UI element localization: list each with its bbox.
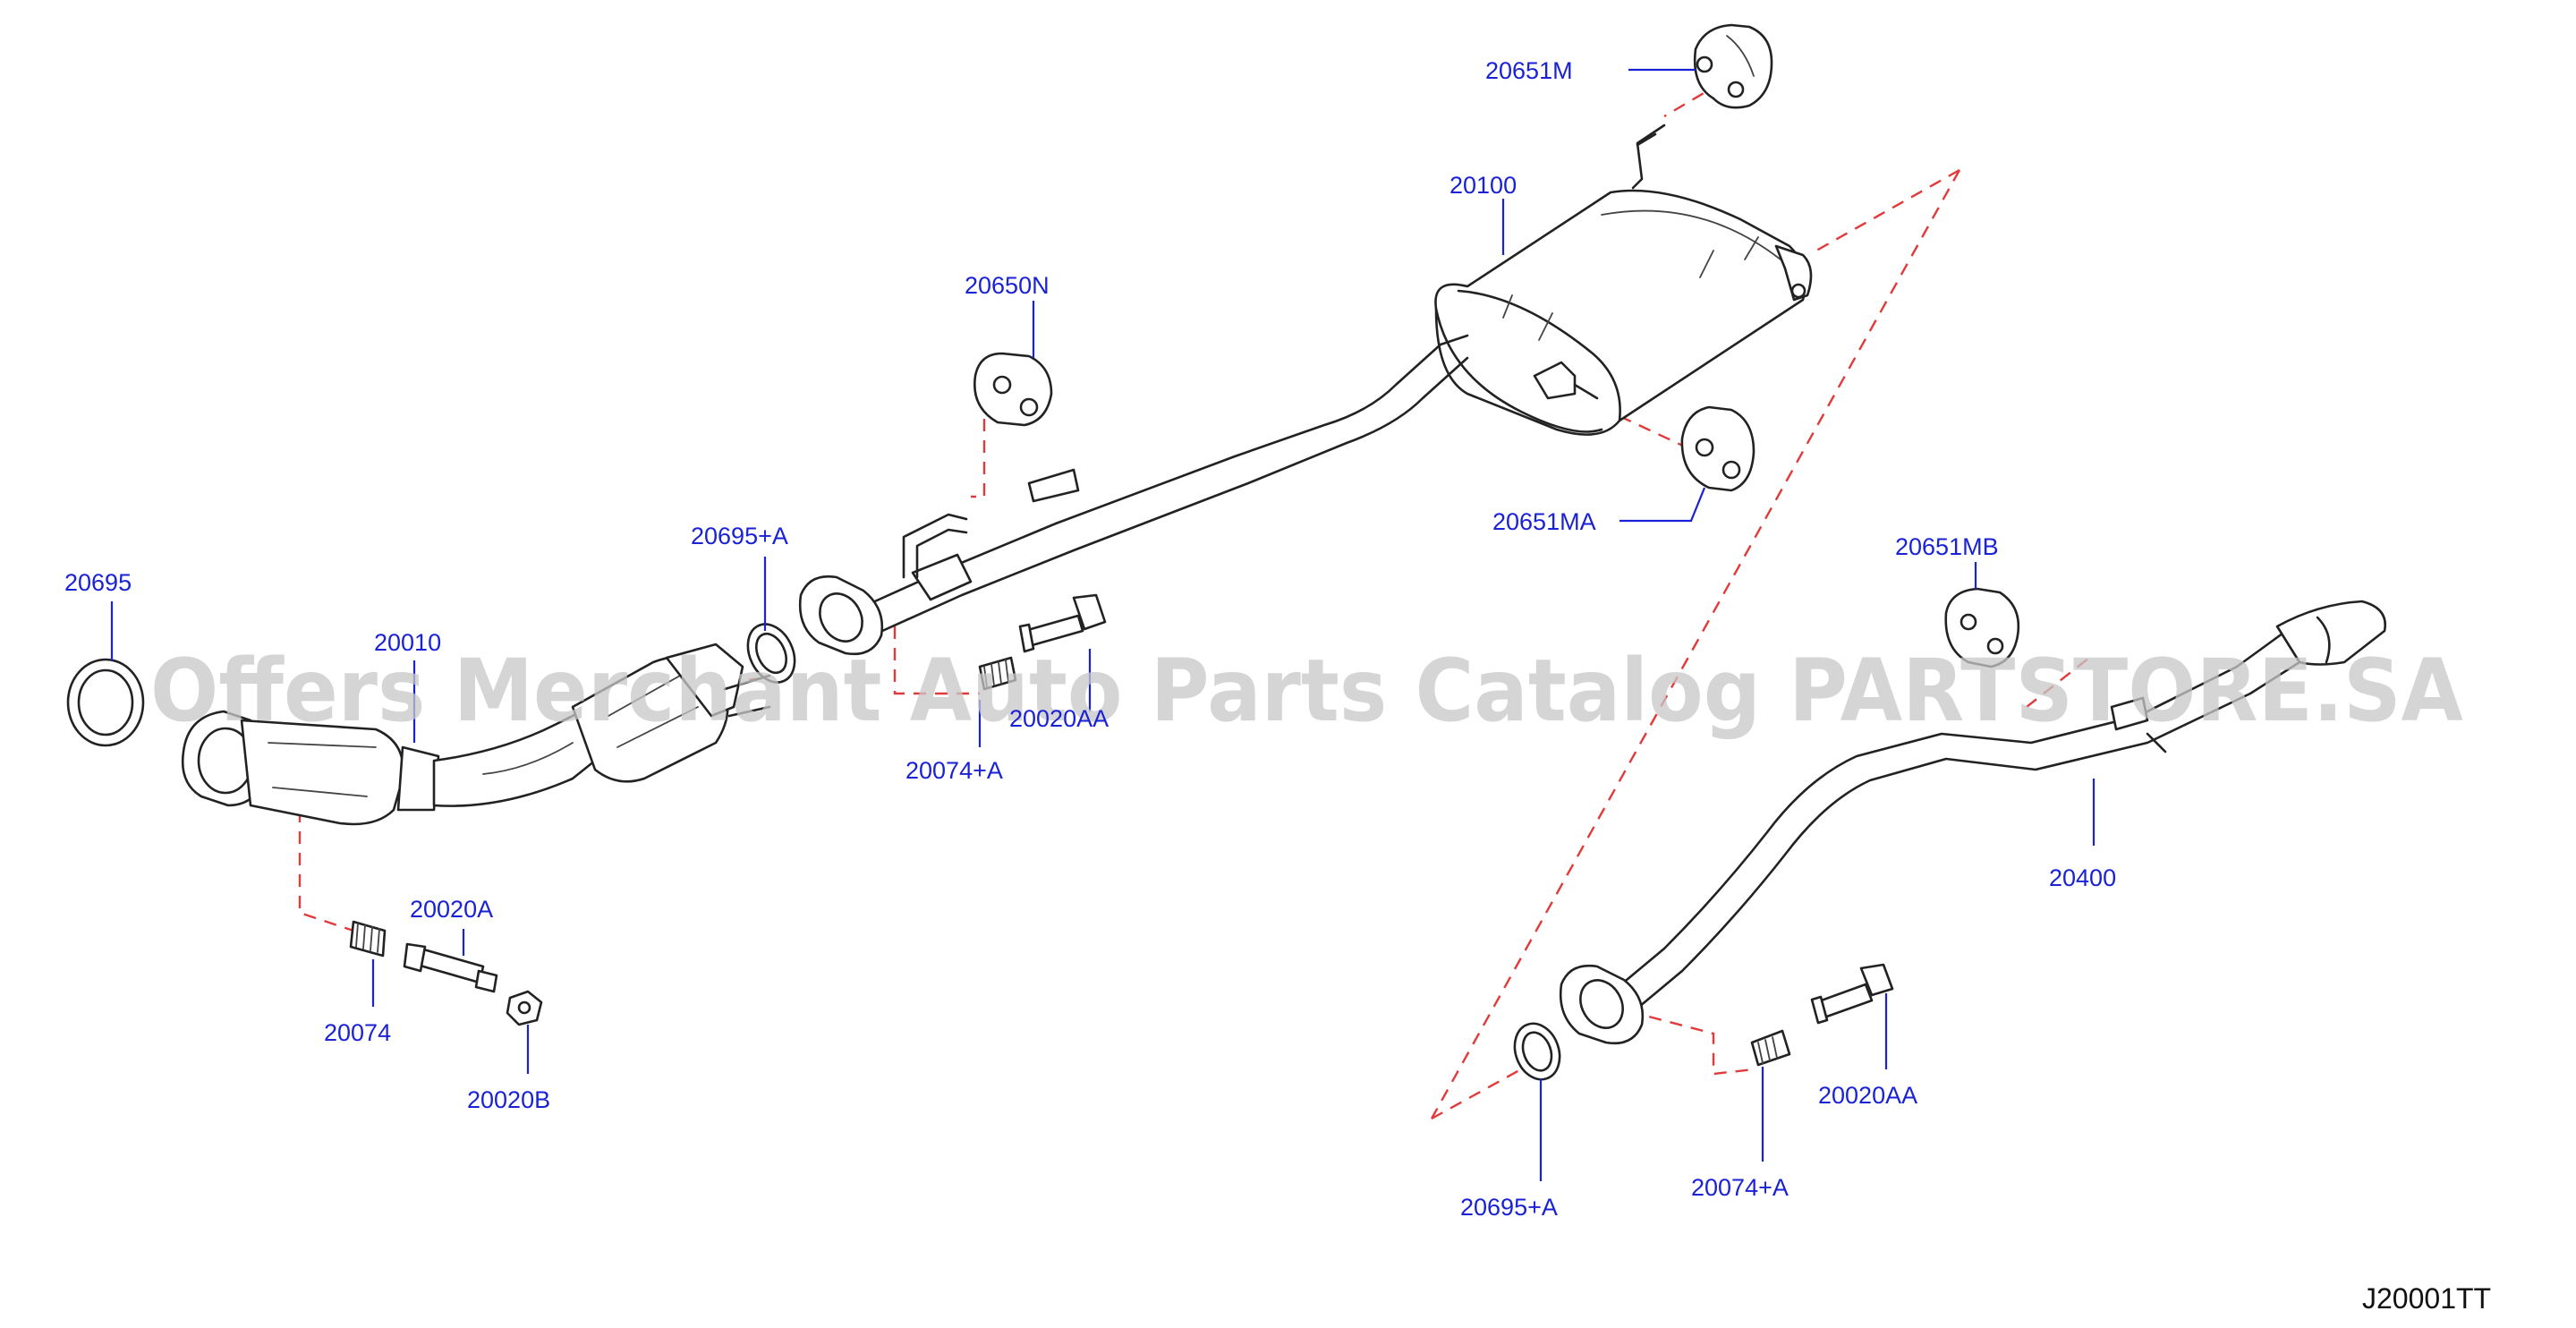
callout-20695A-bottom[interactable]: 20695+A bbox=[1460, 1194, 1558, 1221]
spring-20074[interactable] bbox=[349, 920, 387, 958]
callout-20400[interactable]: 20400 bbox=[2049, 864, 2116, 891]
callout-20020AA-bottom[interactable]: 20020AA bbox=[1818, 1082, 1917, 1109]
hanger-20651MB[interactable] bbox=[1944, 587, 2020, 668]
watermark: Offers Merchant Auto Parts Catalog PARTS… bbox=[150, 641, 2463, 741]
callout-20695A-top[interactable]: 20695+A bbox=[691, 523, 788, 549]
tail-pipe-20400[interactable] bbox=[1559, 600, 2386, 1045]
bolt-20020AA-bottom[interactable] bbox=[1810, 963, 1894, 1025]
gasket-20695A-top[interactable] bbox=[739, 617, 803, 690]
center-pipe[interactable] bbox=[857, 334, 1469, 637]
hanger-20650N[interactable] bbox=[973, 352, 1053, 427]
spring-20074A-top[interactable] bbox=[978, 656, 1017, 691]
nut-20020B[interactable] bbox=[506, 990, 543, 1026]
hanger-20651MA[interactable] bbox=[1680, 405, 1756, 492]
callout-20651MA[interactable]: 20651MA bbox=[1492, 508, 1596, 535]
leader-lines bbox=[110, 68, 2096, 1181]
bolt-20020A[interactable] bbox=[403, 942, 498, 993]
guide-lines bbox=[227, 70, 2090, 1120]
callout-20074[interactable]: 20074 bbox=[324, 1019, 391, 1046]
callout-labels: 20651M 20100 20650N 20651MA 20695+A 2069… bbox=[64, 57, 2116, 1221]
bolt-20020AA-top[interactable] bbox=[1018, 593, 1107, 653]
callout-20020A[interactable]: 20020A bbox=[410, 896, 493, 923]
flange-front-pipe[interactable] bbox=[798, 575, 884, 656]
callout-20695[interactable]: 20695 bbox=[64, 569, 132, 596]
callout-20650N[interactable]: 20650N bbox=[965, 272, 1050, 299]
gasket-20695[interactable] bbox=[66, 658, 145, 747]
callout-20651MB[interactable]: 20651MB bbox=[1895, 533, 1999, 560]
gasket-20695A-bottom[interactable] bbox=[1508, 1017, 1568, 1086]
catalytic-converter-20010[interactable] bbox=[181, 643, 771, 826]
callout-20074A-top[interactable]: 20074+A bbox=[905, 757, 1003, 784]
callout-20010[interactable]: 20010 bbox=[374, 629, 441, 656]
callout-20020AA-top[interactable]: 20020AA bbox=[1009, 705, 1109, 732]
spring-20074A-bottom[interactable] bbox=[1750, 1029, 1791, 1067]
diagram-reference-code: J20001TT bbox=[2362, 1282, 2491, 1315]
callout-20020B[interactable]: 20020B bbox=[467, 1086, 550, 1113]
callout-20651M[interactable]: 20651M bbox=[1485, 57, 1573, 84]
hanger-20651M[interactable] bbox=[1693, 23, 1773, 109]
callout-20074A-bottom[interactable]: 20074+A bbox=[1691, 1174, 1789, 1201]
muffler-20100[interactable] bbox=[1434, 123, 1813, 436]
callout-20100[interactable]: 20100 bbox=[1450, 172, 1517, 199]
